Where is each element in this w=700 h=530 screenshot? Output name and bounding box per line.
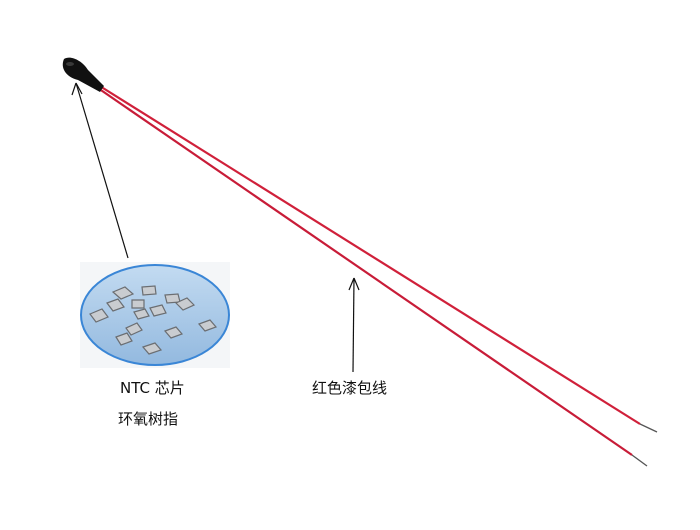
epoxy-head (62, 57, 104, 92)
arrow-to-head (71, 82, 129, 259)
ntc-chip-label: NTC 芯片 (120, 379, 185, 397)
epoxy-label: 环氧树指 (118, 410, 179, 428)
arrow-to-wire (348, 277, 360, 373)
wire-1 (94, 82, 641, 425)
wire-2-tip (631, 454, 648, 467)
red-enamel-wires (94, 82, 658, 467)
red-enamel-wire-label: 红色漆包线 (312, 379, 388, 397)
wire-2 (94, 85, 633, 456)
ntc-chip-photo (80, 262, 230, 368)
wire-1-tip (639, 423, 658, 433)
